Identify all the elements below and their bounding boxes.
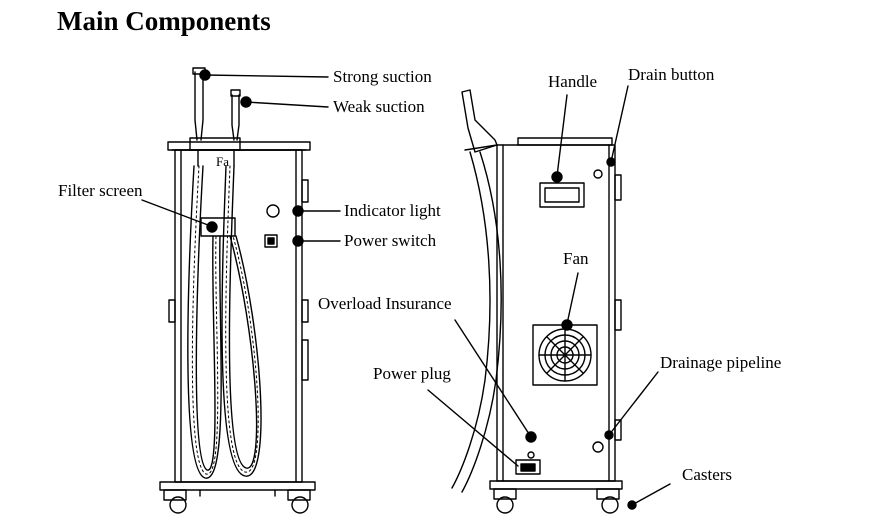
- label-handle: Handle: [548, 72, 598, 91]
- label-strong-suction: Strong suction: [333, 67, 432, 86]
- leader-weak-suction: [245, 101, 329, 108]
- label-filter-screen: Filter screen: [58, 181, 143, 200]
- label-overload-insurance: Overload Insurance: [318, 294, 452, 313]
- leader-lines: [141, 69, 671, 506]
- label-drainage-pipeline: Drainage pipeline: [660, 353, 782, 372]
- label-indicator-light: Indicator light: [344, 201, 441, 220]
- label-casters: Casters: [682, 465, 733, 484]
- side-view-unit: [451, 89, 637, 514]
- leader-filter-screen: [141, 199, 209, 226]
- leader-casters: [631, 483, 671, 506]
- power-switch-shape: [264, 234, 278, 248]
- indicator-light-shape: [266, 204, 280, 218]
- page-title: Main Components: [57, 6, 271, 36]
- leader-overload-insurance: [454, 319, 532, 438]
- label-power-plug: Power plug: [373, 364, 451, 383]
- leader-power-plug: [427, 389, 519, 467]
- label-fan: Fan: [563, 249, 589, 268]
- label-power-switch: Power switch: [344, 231, 437, 250]
- leader-drainage-pipeline: [608, 371, 659, 436]
- label-weak-suction: Weak suction: [333, 97, 425, 116]
- leader-drain-button: [610, 85, 629, 163]
- front-view-unit: [159, 67, 316, 514]
- label-drain-button: Drain button: [628, 65, 715, 84]
- leader-strong-suction: [204, 74, 329, 78]
- front-panel-text: Fa: [216, 154, 229, 169]
- handle-shape: [539, 182, 585, 208]
- leader-fan: [566, 272, 579, 325]
- leader-handle: [556, 94, 568, 177]
